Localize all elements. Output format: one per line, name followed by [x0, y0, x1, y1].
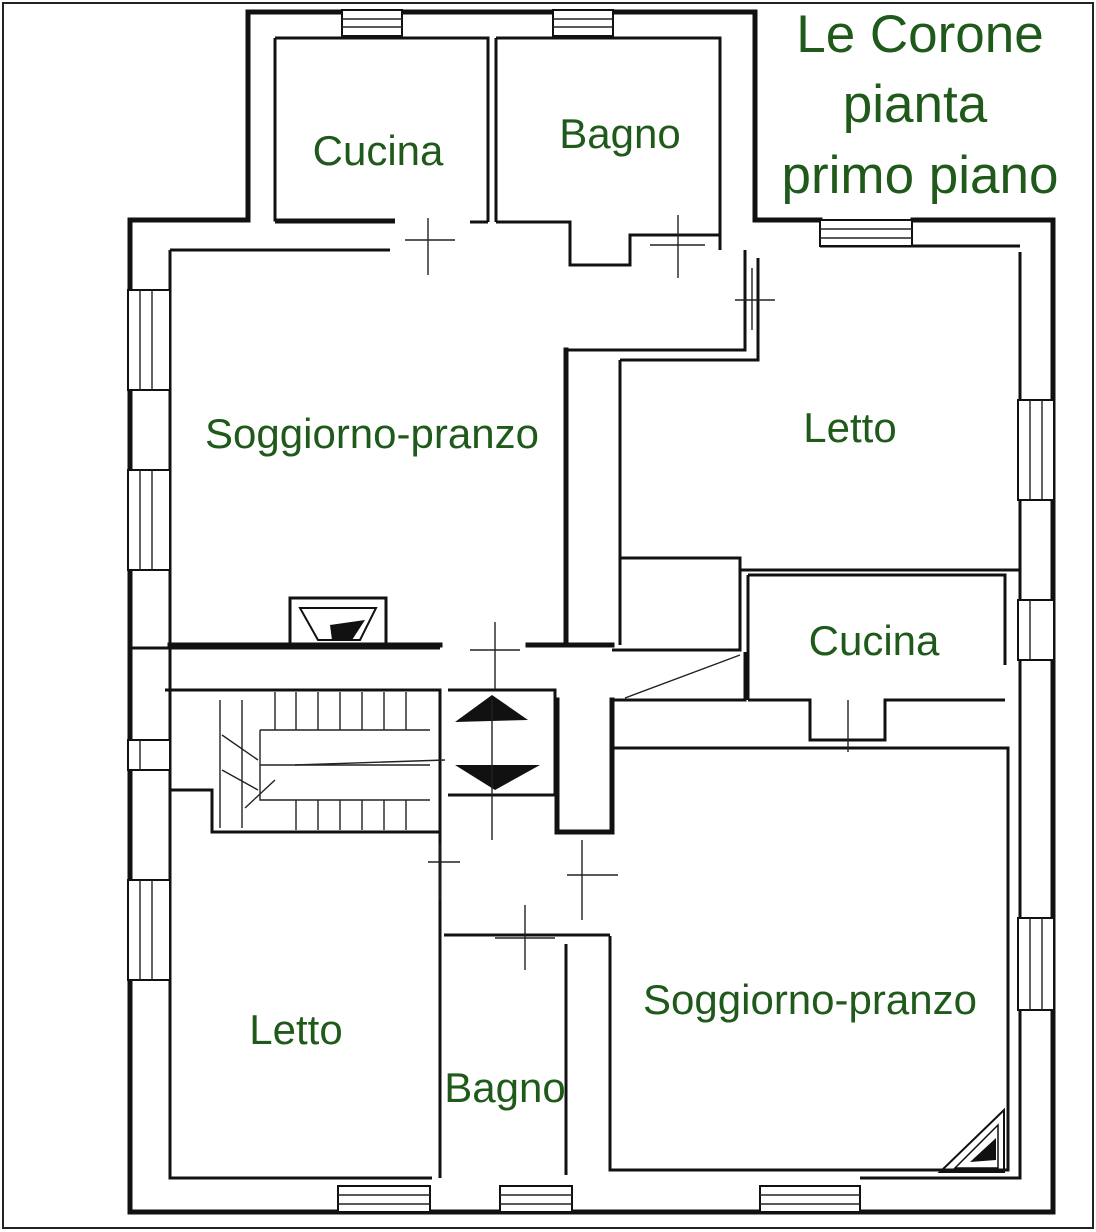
- fireplace: [288, 596, 388, 648]
- title-line-2: pianta: [843, 75, 988, 134]
- room-label-cucina-top: Cucina: [313, 127, 444, 174]
- corner-fireplace: [937, 1107, 1005, 1173]
- room-label-bagno-top: Bagno: [559, 110, 680, 157]
- interior-walls: [130, 220, 1020, 1180]
- room-label-letto-right: Letto: [803, 404, 896, 451]
- staircase: [219, 692, 446, 830]
- room-label-soggiorno-bottom: Soggiorno-pranzo: [643, 976, 977, 1023]
- room-label-soggiorno-top: Soggiorno-pranzo: [205, 410, 539, 457]
- corridor-diagonal: [624, 654, 741, 699]
- title-block: Le Corone pianta primo piano: [782, 5, 1059, 205]
- room-label-cucina-right: Cucina: [809, 617, 940, 664]
- stair-arrows: [455, 695, 540, 840]
- title-line-1: Le Corone: [796, 5, 1044, 64]
- door-marks: [405, 215, 849, 970]
- windows: [127, 9, 1055, 1213]
- title-line-3: primo piano: [782, 146, 1059, 205]
- room-label-bagno-bottom: Bagno: [444, 1064, 565, 1111]
- room-label-letto-bottom: Letto: [249, 1006, 342, 1053]
- room-labels: Cucina Bagno Soggiorno-pranzo Letto Cuci…: [205, 110, 977, 1111]
